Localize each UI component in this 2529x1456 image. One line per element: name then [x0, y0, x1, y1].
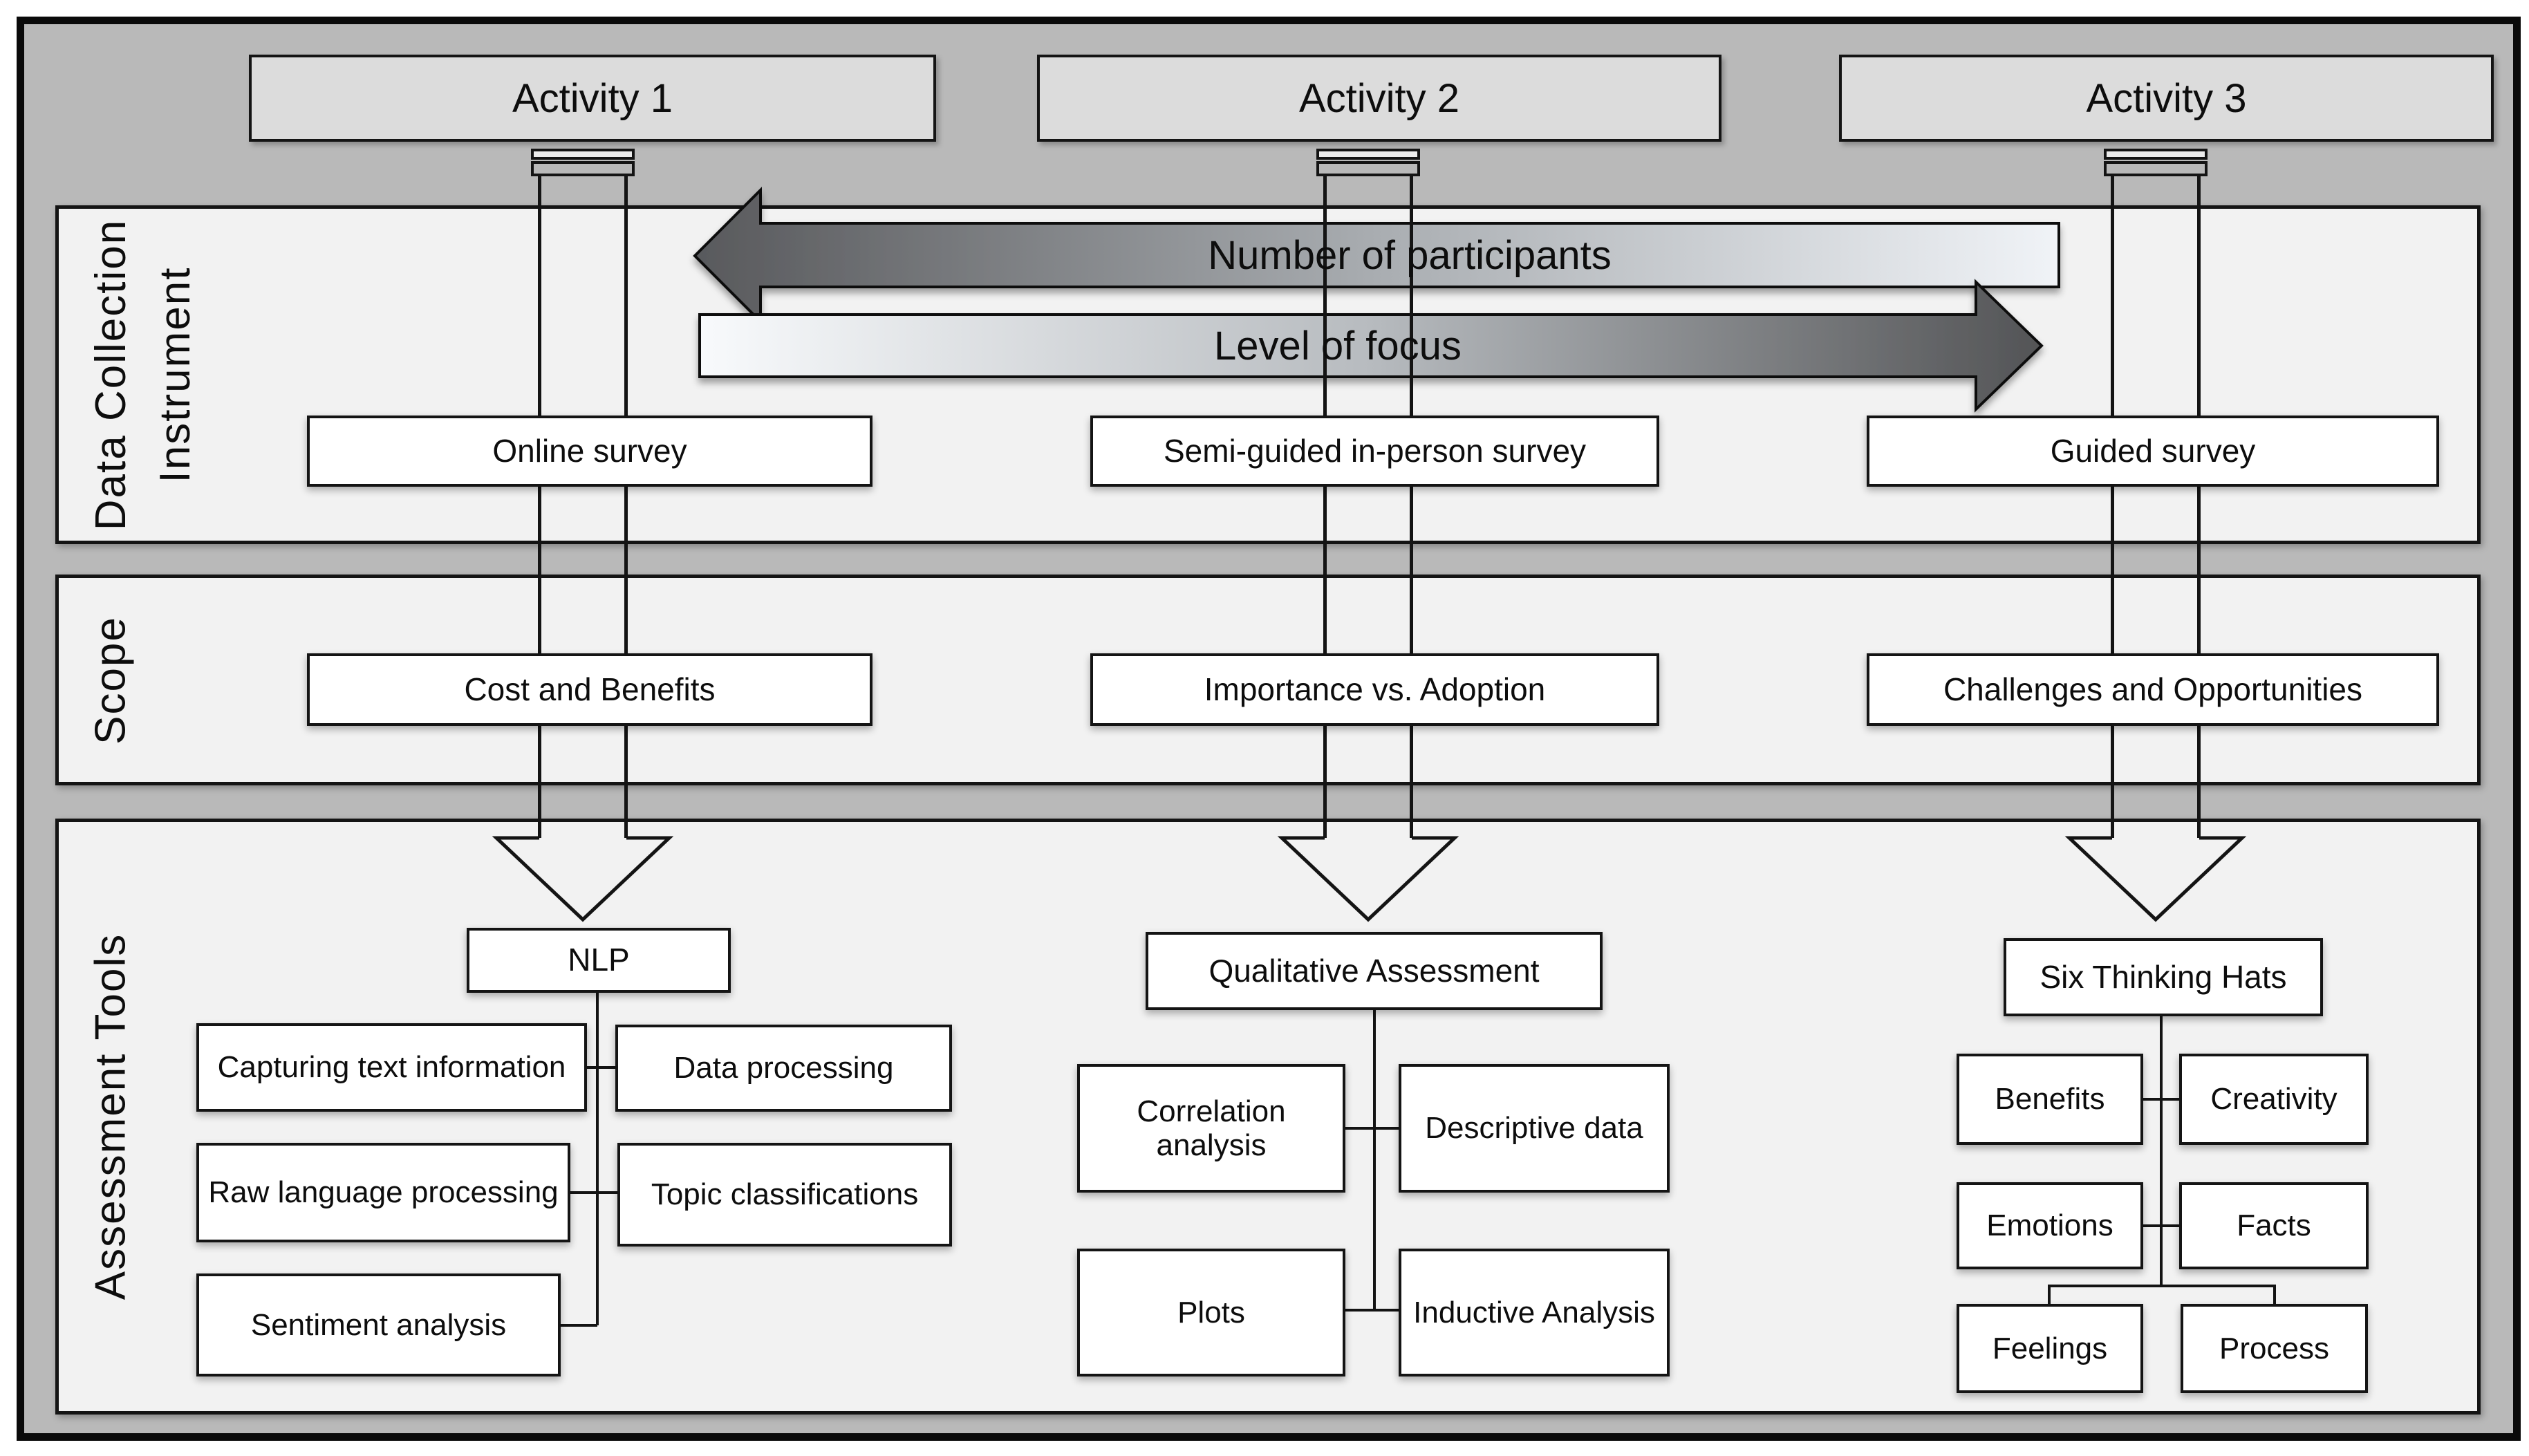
nlp-spine-connector [596, 993, 599, 1325]
sixhats-box-process: Process [2181, 1304, 2368, 1393]
instrument-box-guided-survey: Guided survey [1867, 416, 2439, 487]
nlp-box-sentiment-analysis: Sentiment analysis [196, 1273, 561, 1376]
activity-1-bridge-bar [531, 149, 635, 160]
qualitative-root-box: Qualitative Assessment [1146, 932, 1603, 1010]
activity-1-bridge-bar [531, 161, 635, 176]
activity-2-pipe [1323, 175, 1413, 838]
qualitative-box-plots: Plots [1077, 1249, 1345, 1376]
qualitative-tick-connector [1345, 1127, 1399, 1130]
sixhats-tbar-drop-right [2273, 1285, 2276, 1304]
qualitative-spine-connector [1373, 1010, 1376, 1310]
activity-2-bridge-bar [1316, 161, 1420, 176]
nlp-box-data-processing: Data processing [615, 1025, 952, 1112]
down-arrow-2 [1277, 836, 1459, 922]
nlp-root-box: NLP [467, 928, 731, 993]
qualitative-box-correlation-analysis: Correlation analysis [1077, 1064, 1345, 1193]
activity-3-pipe [2111, 175, 2201, 838]
instrument-box-online-survey: Online survey [307, 416, 872, 487]
nlp-tick-connector [570, 1191, 617, 1194]
activity-3-bridge-bar [2104, 149, 2208, 160]
nlp-tick-connector [587, 1066, 615, 1069]
sixhats-box-creativity: Creativity [2179, 1054, 2369, 1145]
sixhats-spine-connector [2160, 1016, 2163, 1287]
instrument-box-semi-guided-survey: Semi-guided in-person survey [1090, 416, 1659, 487]
activity-3-box: Activity 3 [1839, 55, 2494, 142]
nlp-tick-connector [561, 1324, 597, 1327]
nlp-box-raw-language: Raw language processing [196, 1143, 570, 1242]
scope-box-challenges-opportunities: Challenges and Opportunities [1867, 653, 2439, 726]
scope-box-importance-adoption: Importance vs. Adoption [1090, 653, 1659, 726]
activity-3-bridge-bar [2104, 161, 2208, 176]
sixhats-tbar-connector [2048, 1285, 2276, 1287]
activity-2-box: Activity 2 [1037, 55, 1721, 142]
down-arrow-3 [2064, 836, 2247, 922]
sixhats-box-feelings: Feelings [1957, 1304, 2143, 1393]
qualitative-box-descriptive-data: Descriptive data [1399, 1064, 1670, 1193]
sixhats-box-emotions: Emotions [1957, 1182, 2143, 1269]
sixhats-box-benefits: Benefits [1957, 1054, 2143, 1145]
sixhats-tick-connector [2143, 1224, 2179, 1227]
activity-2-bridge-bar [1316, 149, 1420, 160]
sixhats-box-facts: Facts [2179, 1182, 2369, 1269]
down-arrow-1 [492, 836, 674, 922]
activity-1-pipe [538, 175, 628, 838]
qualitative-tick-connector [1345, 1309, 1399, 1312]
qualitative-box-inductive-analysis: Inductive Analysis [1399, 1249, 1670, 1376]
sixhats-tbar-drop-left [2048, 1285, 2051, 1304]
focus-arrow [698, 279, 2044, 413]
sixhats-tick-connector [2143, 1098, 2179, 1101]
sixhats-root-box: Six Thinking Hats [2004, 938, 2323, 1016]
scope-box-cost-benefits: Cost and Benefits [307, 653, 872, 726]
participants-arrow-label: Number of participants [1208, 232, 1612, 278]
nlp-box-capturing-text: Capturing text information [196, 1023, 587, 1112]
nlp-box-topic-classifications: Topic classifications [617, 1143, 952, 1247]
focus-arrow-label: Level of focus [1214, 323, 1462, 368]
activity-1-box: Activity 1 [249, 55, 936, 142]
